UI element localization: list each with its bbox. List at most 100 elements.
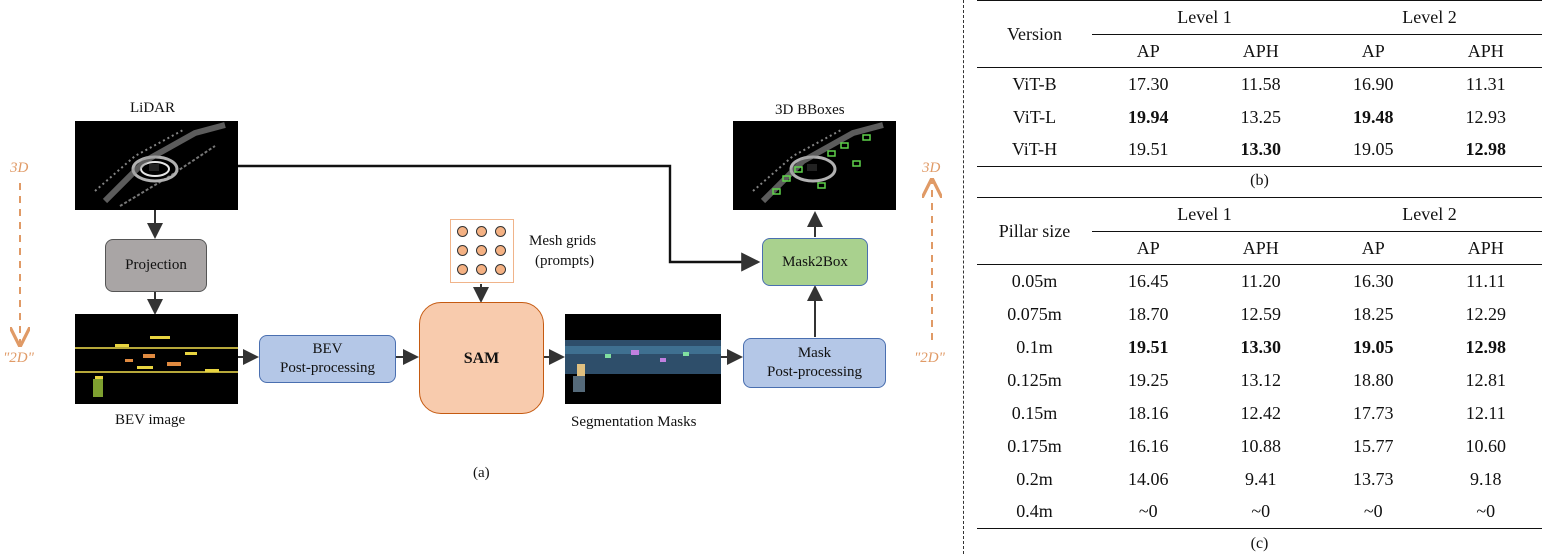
pipeline-diagram: LiDAR BEV image 3D BBoxes Segmentation M… [0, 100, 960, 481]
bboxes-image [733, 121, 896, 210]
table-cell: 11.11 [1466, 270, 1506, 291]
table-cell: 18.16 [1128, 402, 1169, 423]
bev-postprocessing-box: BEV Post-processing [259, 335, 396, 383]
grid-dot [495, 264, 506, 275]
table-cell: 12.11 [1465, 402, 1506, 423]
table-cell: 16.90 [1353, 73, 1394, 94]
grid-dot [495, 226, 506, 237]
table-cell: 19.48 [1353, 106, 1394, 127]
table-cell: 12.93 [1465, 106, 1507, 127]
sam-box: SAM [419, 302, 544, 414]
right-2d-label: "2D" [914, 350, 945, 366]
segmentation-label: Segmentation Masks [571, 414, 697, 430]
bboxes-label: 3D BBoxes [775, 102, 845, 118]
table-cell: 11.31 [1465, 73, 1506, 94]
table-cell: 19.05 [1353, 139, 1394, 160]
grid-dot [457, 264, 468, 275]
subheader: AP [1136, 237, 1160, 258]
table-cell: 11.20 [1240, 270, 1281, 291]
table-cell: 19.51 [1128, 139, 1169, 160]
table-cell: 13.30 [1240, 336, 1282, 357]
table-b-caption: (b) [1250, 172, 1269, 189]
table-cell: 18.80 [1353, 369, 1394, 390]
right-3d-label: 3D [922, 160, 941, 176]
row-label: ViT-L [1012, 106, 1057, 127]
table-cell: 12.42 [1240, 402, 1282, 423]
grid-dot [495, 245, 506, 256]
table-cell: ~0 [1251, 501, 1271, 522]
row-label: 0.125m [1007, 369, 1062, 390]
table-cell: 12.98 [1465, 139, 1507, 160]
row-label: 0.05m [1011, 270, 1058, 291]
subheader: APH [1467, 237, 1504, 258]
table-cell: 19.51 [1128, 336, 1169, 357]
table-cell: 12.59 [1240, 303, 1282, 324]
table-cell: 19.94 [1128, 106, 1169, 127]
left-3d-label: 3D [10, 160, 29, 176]
table-cell: 19.25 [1128, 369, 1169, 390]
diagram-connectors [0, 164, 960, 365]
row-label: ViT-B [1012, 73, 1057, 94]
table-cell: 19.05 [1353, 336, 1394, 357]
mask-postprocessing-box: Mask Post-processing [743, 338, 886, 388]
table-cell: 12.29 [1465, 303, 1507, 324]
bev-image-label: BEV image [115, 412, 186, 428]
table-cell: 13.73 [1353, 468, 1394, 489]
table-pillar-size: Pillar size Level 1 Level 2 AP APH AP AP… [977, 197, 1542, 529]
group-header: Level 1 [1092, 0, 1317, 35]
bev-post-line1: BEV [312, 341, 343, 357]
table-cell: 17.73 [1353, 402, 1394, 423]
arrow-lidar-mask2box [238, 164, 761, 272]
mask2box-label: Mask2Box [782, 253, 848, 270]
table-cell: 12.81 [1465, 369, 1507, 390]
table-cell: 16.16 [1128, 435, 1169, 456]
table-row: ViT-L 19.94 13.25 19.48 12.93 [977, 101, 1542, 134]
table-cell: ~0 [1138, 501, 1158, 522]
mesh-grid-box [450, 219, 514, 283]
table-version: Version Level 1 Level 2 AP APH AP APH Vi… [977, 0, 1542, 167]
group-header: Level 2 [1317, 197, 1542, 232]
grid-dot [457, 226, 468, 237]
mesh-grids-label-1: Mesh grids [529, 233, 597, 249]
table-cell: 9.18 [1470, 468, 1502, 489]
table-row: 0.1m 19.51 13.30 19.05 12.98 [977, 331, 1542, 364]
table-cell: ~0 [1476, 501, 1496, 522]
table-cell: 10.88 [1240, 435, 1282, 456]
diagram-caption: (a) [473, 465, 490, 481]
row-header: Pillar size [998, 220, 1071, 241]
table-cell: 12.98 [1465, 336, 1507, 357]
table-c-caption: (c) [1250, 535, 1269, 552]
mask-post-line2: Post-processing [767, 364, 862, 380]
table-cell: 17.30 [1128, 73, 1169, 94]
row-label: 0.175m [1007, 435, 1062, 456]
group-header: Level 2 [1317, 0, 1542, 35]
bev-post-line2: Post-processing [280, 360, 375, 376]
table-row: 0.15m 18.16 12.42 17.73 12.11 [977, 397, 1542, 430]
dashed-divider [963, 0, 964, 554]
table-cell: 13.30 [1240, 139, 1282, 160]
row-label: 0.1m [1016, 336, 1053, 357]
row-label: 0.4m [1016, 501, 1053, 522]
bev-image [75, 314, 238, 404]
table-cell: 16.45 [1128, 270, 1169, 291]
segmentation-image [565, 314, 721, 404]
mesh-grids-label-2: (prompts) [535, 253, 595, 269]
row-header: Version [1007, 23, 1062, 44]
lidar-image [75, 121, 238, 210]
table-cell: ~0 [1363, 501, 1383, 522]
lidar-label: LiDAR [130, 100, 175, 116]
table-cell: 13.25 [1240, 106, 1282, 127]
table-cell: 16.30 [1353, 270, 1394, 291]
row-label: 0.075m [1007, 303, 1062, 324]
group-header: Level 1 [1092, 197, 1317, 232]
row-label: 0.15m [1011, 402, 1058, 423]
table-cell: 15.77 [1353, 435, 1394, 456]
subheader: APH [1242, 40, 1279, 61]
row-label: 0.2m [1016, 468, 1053, 489]
subheader: AP [1361, 237, 1385, 258]
projection-box: Projection [105, 239, 207, 292]
